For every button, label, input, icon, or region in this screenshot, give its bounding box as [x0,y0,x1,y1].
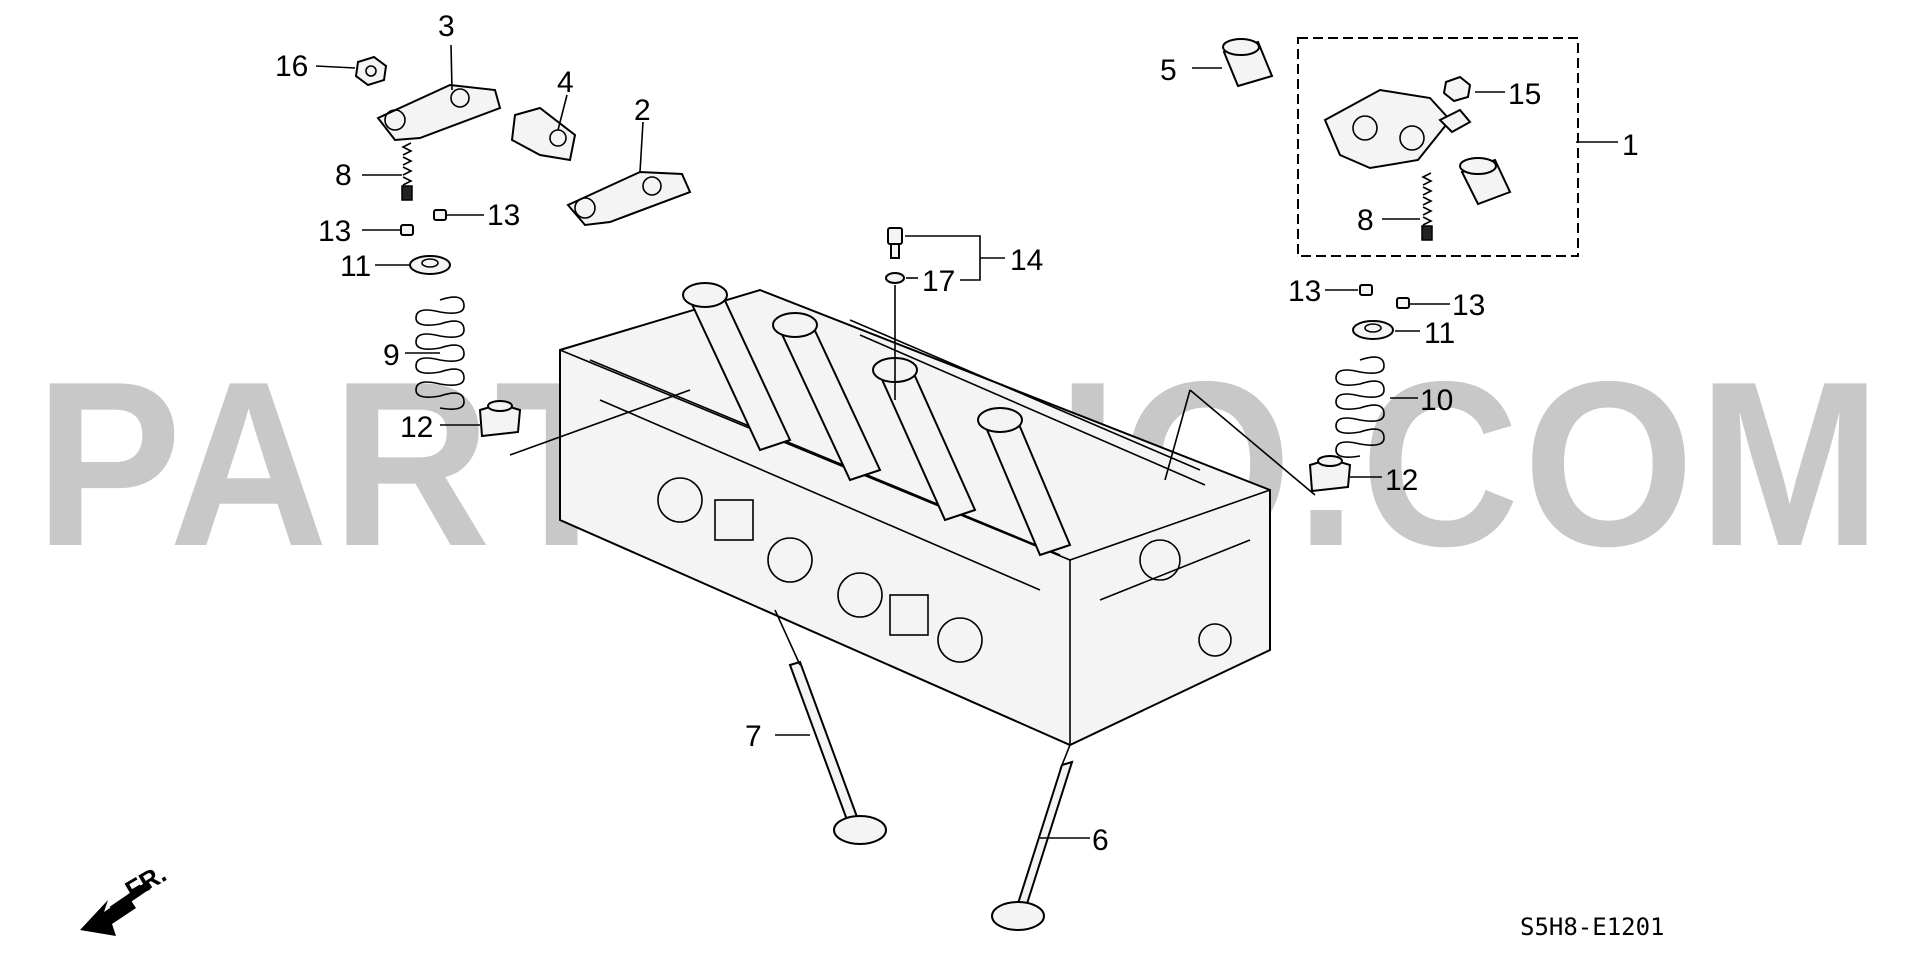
diagram-code: S5H8-E1201 [1520,913,1665,941]
leader-lines [315,44,1618,839]
exhaust-valve-6[interactable] [991,760,1074,931]
callout-16[interactable]: 16 [275,50,308,83]
cotter-13-right[interactable] [1359,284,1410,309]
intake-valve-7[interactable] [788,660,887,845]
valve-seal-12-right[interactable] [1308,455,1352,493]
front-marker: FR. [80,858,171,936]
valve-spring-10[interactable] [1335,356,1385,458]
callout-4[interactable]: 4 [557,66,574,99]
collar-1[interactable] [1459,157,1512,206]
spark-plug-tube [682,282,1072,557]
callout-11-right[interactable]: 11 [1424,317,1455,350]
washer-17[interactable] [885,272,905,284]
nut-15[interactable] [1442,75,1472,103]
needle-bearing-5[interactable] [1222,38,1274,88]
retainer-11-right[interactable] [1352,320,1394,340]
callout-13-c[interactable]: 13 [1288,275,1321,308]
callout-13-d[interactable]: 13 [1452,289,1485,322]
retainer-11-left[interactable] [409,255,451,275]
nut-16[interactable] [354,55,388,87]
cylinder-head[interactable] [559,282,1271,747]
rocker-assembly-1[interactable] [1323,88,1472,170]
spring-8-left[interactable] [401,142,413,201]
callout-8-left[interactable]: 8 [335,159,352,192]
callout-6[interactable]: 6 [1092,824,1109,857]
callout-14[interactable]: 14 [1010,244,1043,277]
callout-9[interactable]: 9 [383,339,400,372]
callout-5[interactable]: 5 [1160,54,1177,87]
callout-12-right[interactable]: 12 [1385,464,1418,497]
rocker-arm-2[interactable] [566,170,692,227]
front-arrow-icon [80,880,153,936]
callout-13-a[interactable]: 13 [318,215,351,248]
callout-12-left[interactable]: 12 [400,411,433,444]
callout-1[interactable]: 1 [1622,129,1639,162]
callout-10[interactable]: 10 [1420,384,1453,417]
rocker-arm-3[interactable] [376,83,502,142]
callout-17[interactable]: 17 [922,265,955,298]
callout-7[interactable]: 7 [745,720,762,753]
callout-labels: 16 3 4 2 8 13 13 11 9 12 5 15 1 8 13 13 … [275,10,1639,857]
valve-seal-12-left[interactable] [478,400,522,438]
callout-3[interactable]: 3 [438,10,455,43]
bracket-4[interactable] [510,106,577,162]
cotter-13-left[interactable] [400,209,447,236]
spring-8-right[interactable] [1421,172,1433,241]
callout-11-left[interactable]: 11 [340,250,371,283]
rocker-assembly-1-box [1297,37,1579,257]
callout-8-right[interactable]: 8 [1357,204,1374,237]
valve-spring-9[interactable] [415,296,465,410]
callout-15[interactable]: 15 [1508,78,1541,111]
sealing-bolt-14[interactable] [887,227,903,259]
callout-2[interactable]: 2 [634,94,651,127]
callout-13-b[interactable]: 13 [487,199,520,232]
